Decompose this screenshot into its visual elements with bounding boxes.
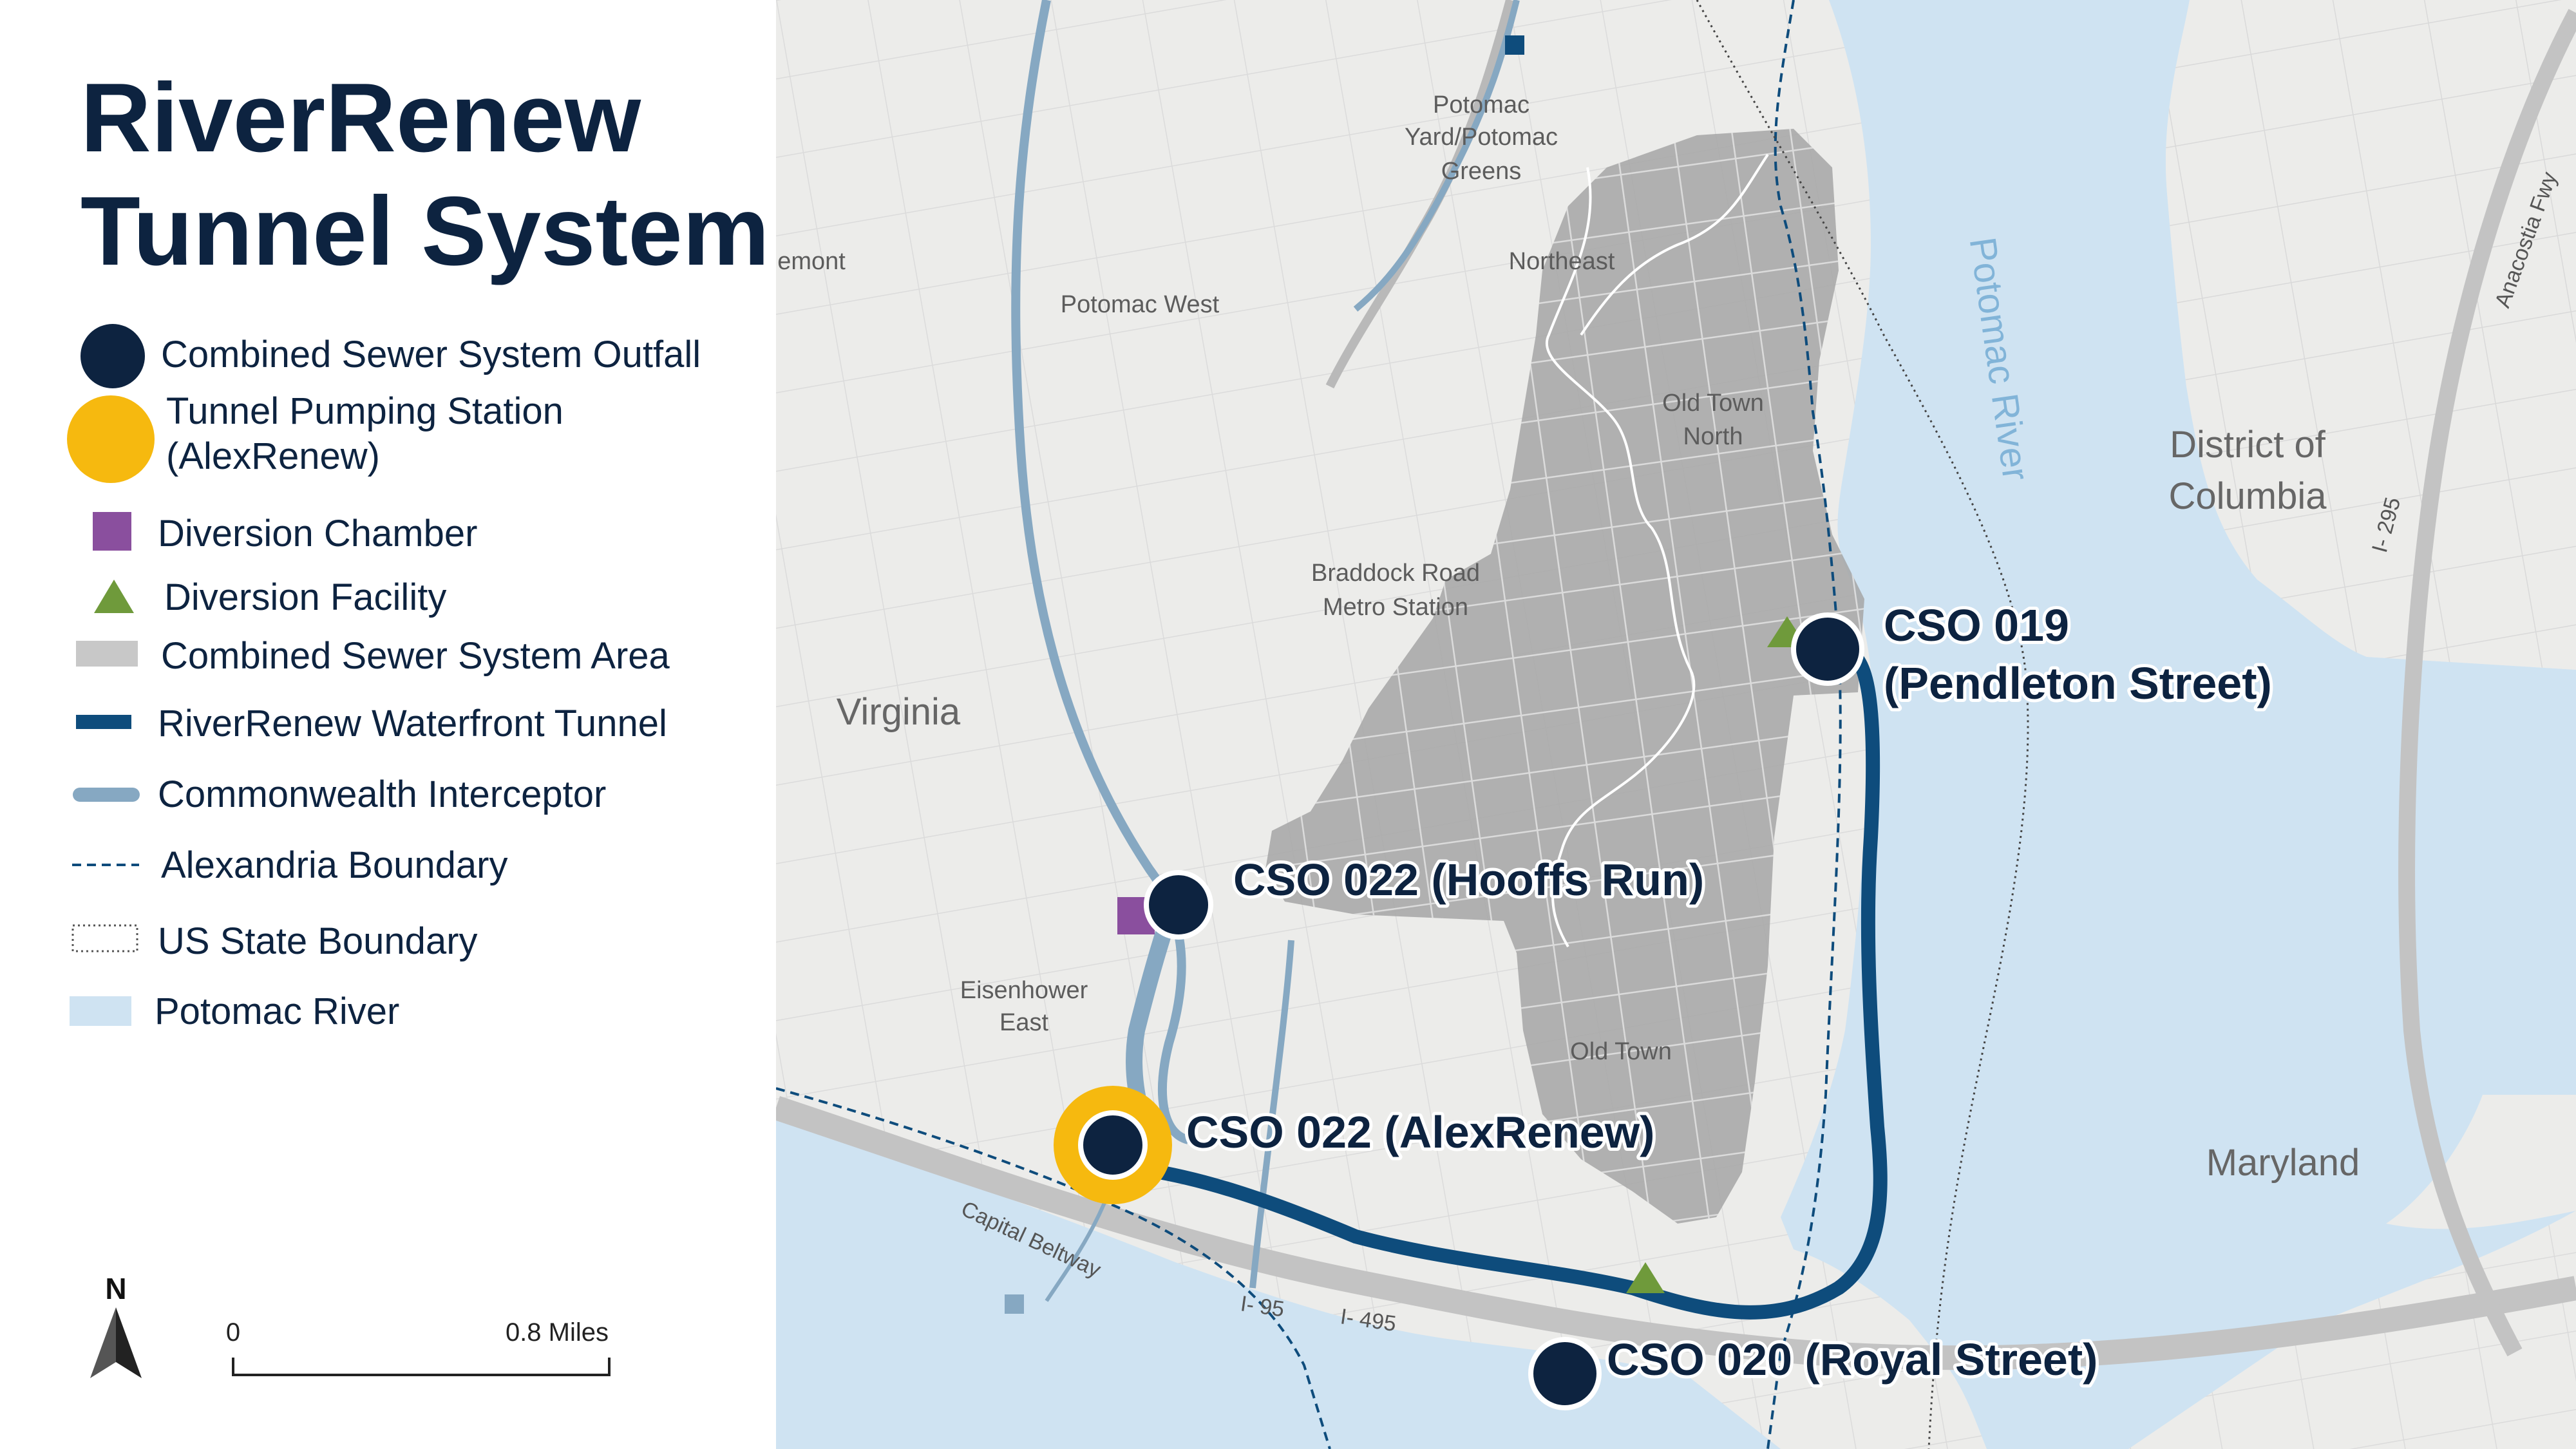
scale-bar: 0 0.8 Miles: [226, 1318, 611, 1376]
label-maryland: Maryland: [2206, 1142, 2360, 1184]
map-title: RiverRenew Tunnel System: [80, 61, 770, 288]
outfall-cso019: [1791, 612, 1864, 686]
place-labels: Potomac Yard/Potomac Greens Northeast Po…: [777, 91, 1764, 1065]
scale-end-label: 0.8 Miles: [506, 1318, 609, 1347]
outfall-cso022-alexrenew: [1078, 1110, 1148, 1180]
dc-blocks: [2166, 0, 2576, 670]
pumping-station-icon: [67, 395, 155, 483]
legend-tunnel: RiverRenew Waterfront Tunnel: [0, 702, 776, 773]
interceptor-branch: [1353, 0, 1520, 312]
legend-alexandria-boundary: Alexandria Boundary: [0, 844, 776, 914]
label-dc-2: Columbia: [2169, 475, 2327, 517]
station-square-north: [1505, 35, 1524, 55]
label-cso022-hooffs: CSO 022 (Hooffs Run): [1233, 855, 1704, 905]
label-old-town-north-1: Old Town: [1662, 390, 1764, 417]
label-i95: I- 95: [1239, 1291, 1286, 1321]
label-potomac-yard-3: Greens: [1441, 158, 1522, 185]
label-belmont: emont: [777, 248, 846, 275]
legend-panel: RiverRenew Tunnel System Combined Sewer …: [0, 0, 776, 1449]
legend-diversion-chamber: Diversion Chamber: [0, 512, 776, 583]
legend-sewer-area: Combined Sewer System Area: [0, 628, 776, 699]
legend-outfall-label: Combined Sewer System Outfall: [161, 334, 701, 375]
scale-start-label: 0: [226, 1318, 240, 1347]
legend-pumping-label-1: Tunnel Pumping Station: [166, 390, 564, 432]
label-old-town-north-2: North: [1683, 423, 1743, 450]
label-cso020: CSO 020 (Royal Street): [1607, 1334, 2098, 1385]
label-virginia: Virginia: [837, 691, 961, 733]
site-labels: CSO 019 (Pendleton Street) CSO 022 (Hoof…: [1183, 597, 2275, 1388]
label-eisenhower-1: Eisenhower: [960, 977, 1088, 1004]
label-cso019-1: CSO 019: [1884, 600, 2069, 650]
legend-area-label: Combined Sewer System Area: [161, 635, 670, 677]
legend-tunnel-label: RiverRenew Waterfront Tunnel: [158, 703, 667, 744]
label-potomac-west: Potomac West: [1061, 291, 1220, 318]
alexandria-boundary: [1766, 0, 1842, 1449]
label-cso022-alex: CSO 022 (AlexRenew): [1186, 1107, 1654, 1157]
subarea-outline-2: [1580, 153, 1769, 336]
legend-chamber-label: Diversion Chamber: [158, 513, 478, 554]
maryland-land: [2386, 1095, 2576, 1229]
i295: [2398, 8, 2576, 1357]
label-cso019-2: (Pendleton Street): [1884, 658, 2272, 708]
river-channel-east: [2444, 708, 2576, 1095]
us-state-boundary: [1696, 0, 2029, 1449]
map-canvas: Potomac Yard/Potomac Greens Northeast Po…: [776, 0, 2576, 1449]
north-arrow: N: [90, 1272, 142, 1378]
outfall-cso020: [1528, 1337, 1602, 1410]
north-label: N: [105, 1272, 126, 1305]
tunnel-line-icon: [76, 715, 131, 729]
label-braddock-1: Braddock Road: [1311, 560, 1480, 587]
legend-diversion-facility: Diversion Facility: [0, 573, 776, 644]
legend-potomac-river: Potomac River: [0, 989, 776, 1059]
label-braddock-2: Metro Station: [1323, 594, 1468, 621]
diversion-facility-south: [1626, 1262, 1665, 1293]
legend-state-boundary-label: US State Boundary: [158, 920, 478, 962]
label-eisenhower-2: East: [999, 1009, 1048, 1036]
diversion-facility-icon: [94, 580, 134, 613]
label-old-town: Old Town: [1570, 1038, 1672, 1065]
state-boundary-icon: [71, 924, 138, 952]
legend-state-boundary: US State Boundary: [0, 914, 776, 985]
outfall-icon: [80, 324, 145, 388]
station-square-south: [1005, 1294, 1024, 1314]
title-line-1: RiverRenew: [80, 63, 641, 173]
label-potomac-yard-2: Yard/Potomac: [1405, 124, 1558, 151]
sewer-area-streets: [1265, 129, 1864, 1224]
region-labels: Virginia District of Columbia Maryland: [837, 424, 2360, 1184]
sewer-area-swatch: [76, 641, 138, 667]
legend-alex-boundary-label: Alexandria Boundary: [161, 844, 508, 886]
legend-pumping-label-2: (AlexRenew): [166, 435, 380, 477]
title-line-2: Tunnel System: [80, 176, 770, 286]
legend-pumping-station: Tunnel Pumping Station (AlexRenew): [0, 390, 776, 486]
legend-interceptor: Commonwealth Interceptor: [0, 773, 776, 844]
legend-interceptor-label: Commonwealth Interceptor: [158, 773, 607, 815]
river-swatch: [70, 996, 131, 1026]
legend-facility-label: Diversion Facility: [164, 576, 447, 618]
interceptor-line-icon: [73, 788, 140, 802]
potomac-river: [1781, 0, 2576, 1449]
commonwealth-interceptor: [1011, 0, 1190, 1144]
capital-beltway: [776, 1095, 2576, 1370]
label-potomac-yard-1: Potomac: [1433, 91, 1530, 118]
subarea-outline: [1546, 167, 1696, 948]
legend-outfall: Combined Sewer System Outfall: [0, 312, 776, 388]
outfall-cso022-hooffs: [1144, 870, 1213, 940]
interceptor-branch-2: [1249, 940, 1294, 1289]
label-northeast: Northeast: [1509, 248, 1615, 275]
diversion-chamber-icon: [93, 512, 131, 551]
riverrenew-tunnel: [1104, 645, 1888, 1320]
alexandria-boundary-west: [776, 1087, 1331, 1449]
legend-river-label: Potomac River: [155, 990, 400, 1032]
label-dc-1: District of: [2170, 424, 2326, 466]
alexandria-boundary-icon: [72, 864, 139, 866]
